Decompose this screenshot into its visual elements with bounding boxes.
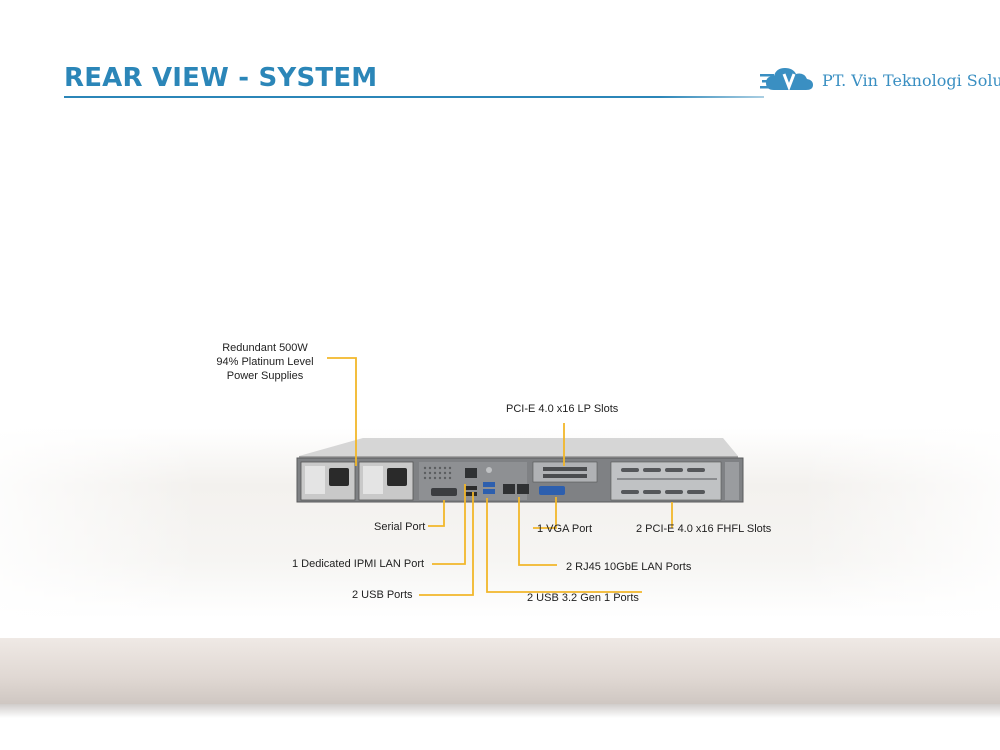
company-name: PT. Vin Teknologi Solusi xyxy=(822,71,1000,90)
callout-power-line-2: 94% Platinum Level xyxy=(216,356,314,368)
company-logo: PT. Vin Teknologi Solusi xyxy=(760,60,1000,100)
callout-serial-port: Serial Port xyxy=(374,521,426,533)
page-title: REAR VIEW - SYSTEM xyxy=(64,63,378,93)
callout-vga-port: 1 VGA Port xyxy=(537,523,593,535)
background-band-bottom xyxy=(0,638,1000,704)
callout-pcie-lp: PCI-E 4.0 x16 LP Slots xyxy=(506,403,619,415)
callout-rj45-lan: 2 RJ45 10GbE LAN Ports xyxy=(566,561,692,573)
callout-usb32-ports: 2 USB 3.2 Gen 1 Ports xyxy=(527,592,639,604)
cloud-v-logo-icon xyxy=(760,68,813,92)
title-underline xyxy=(64,96,764,98)
callout-power-line-3: Power Supplies xyxy=(226,370,304,382)
callout-ipmi-lan: 1 Dedicated IPMI LAN Port xyxy=(292,558,425,570)
callout-pcie-fhfl: 2 PCI-E 4.0 x16 FHFL Slots xyxy=(636,523,772,535)
slide-header: REAR VIEW - SYSTEM PT. Vin Teknologi Sol… xyxy=(0,0,1000,110)
callout-usb-ports: 2 USB Ports xyxy=(352,589,413,601)
server-rear-image xyxy=(296,438,744,503)
background-band-shadow xyxy=(0,704,1000,718)
callout-power-line-1: Redundant 500W xyxy=(222,342,308,354)
callout-power-supplies: Redundant 500W 94% Platinum Level Power … xyxy=(210,341,320,383)
